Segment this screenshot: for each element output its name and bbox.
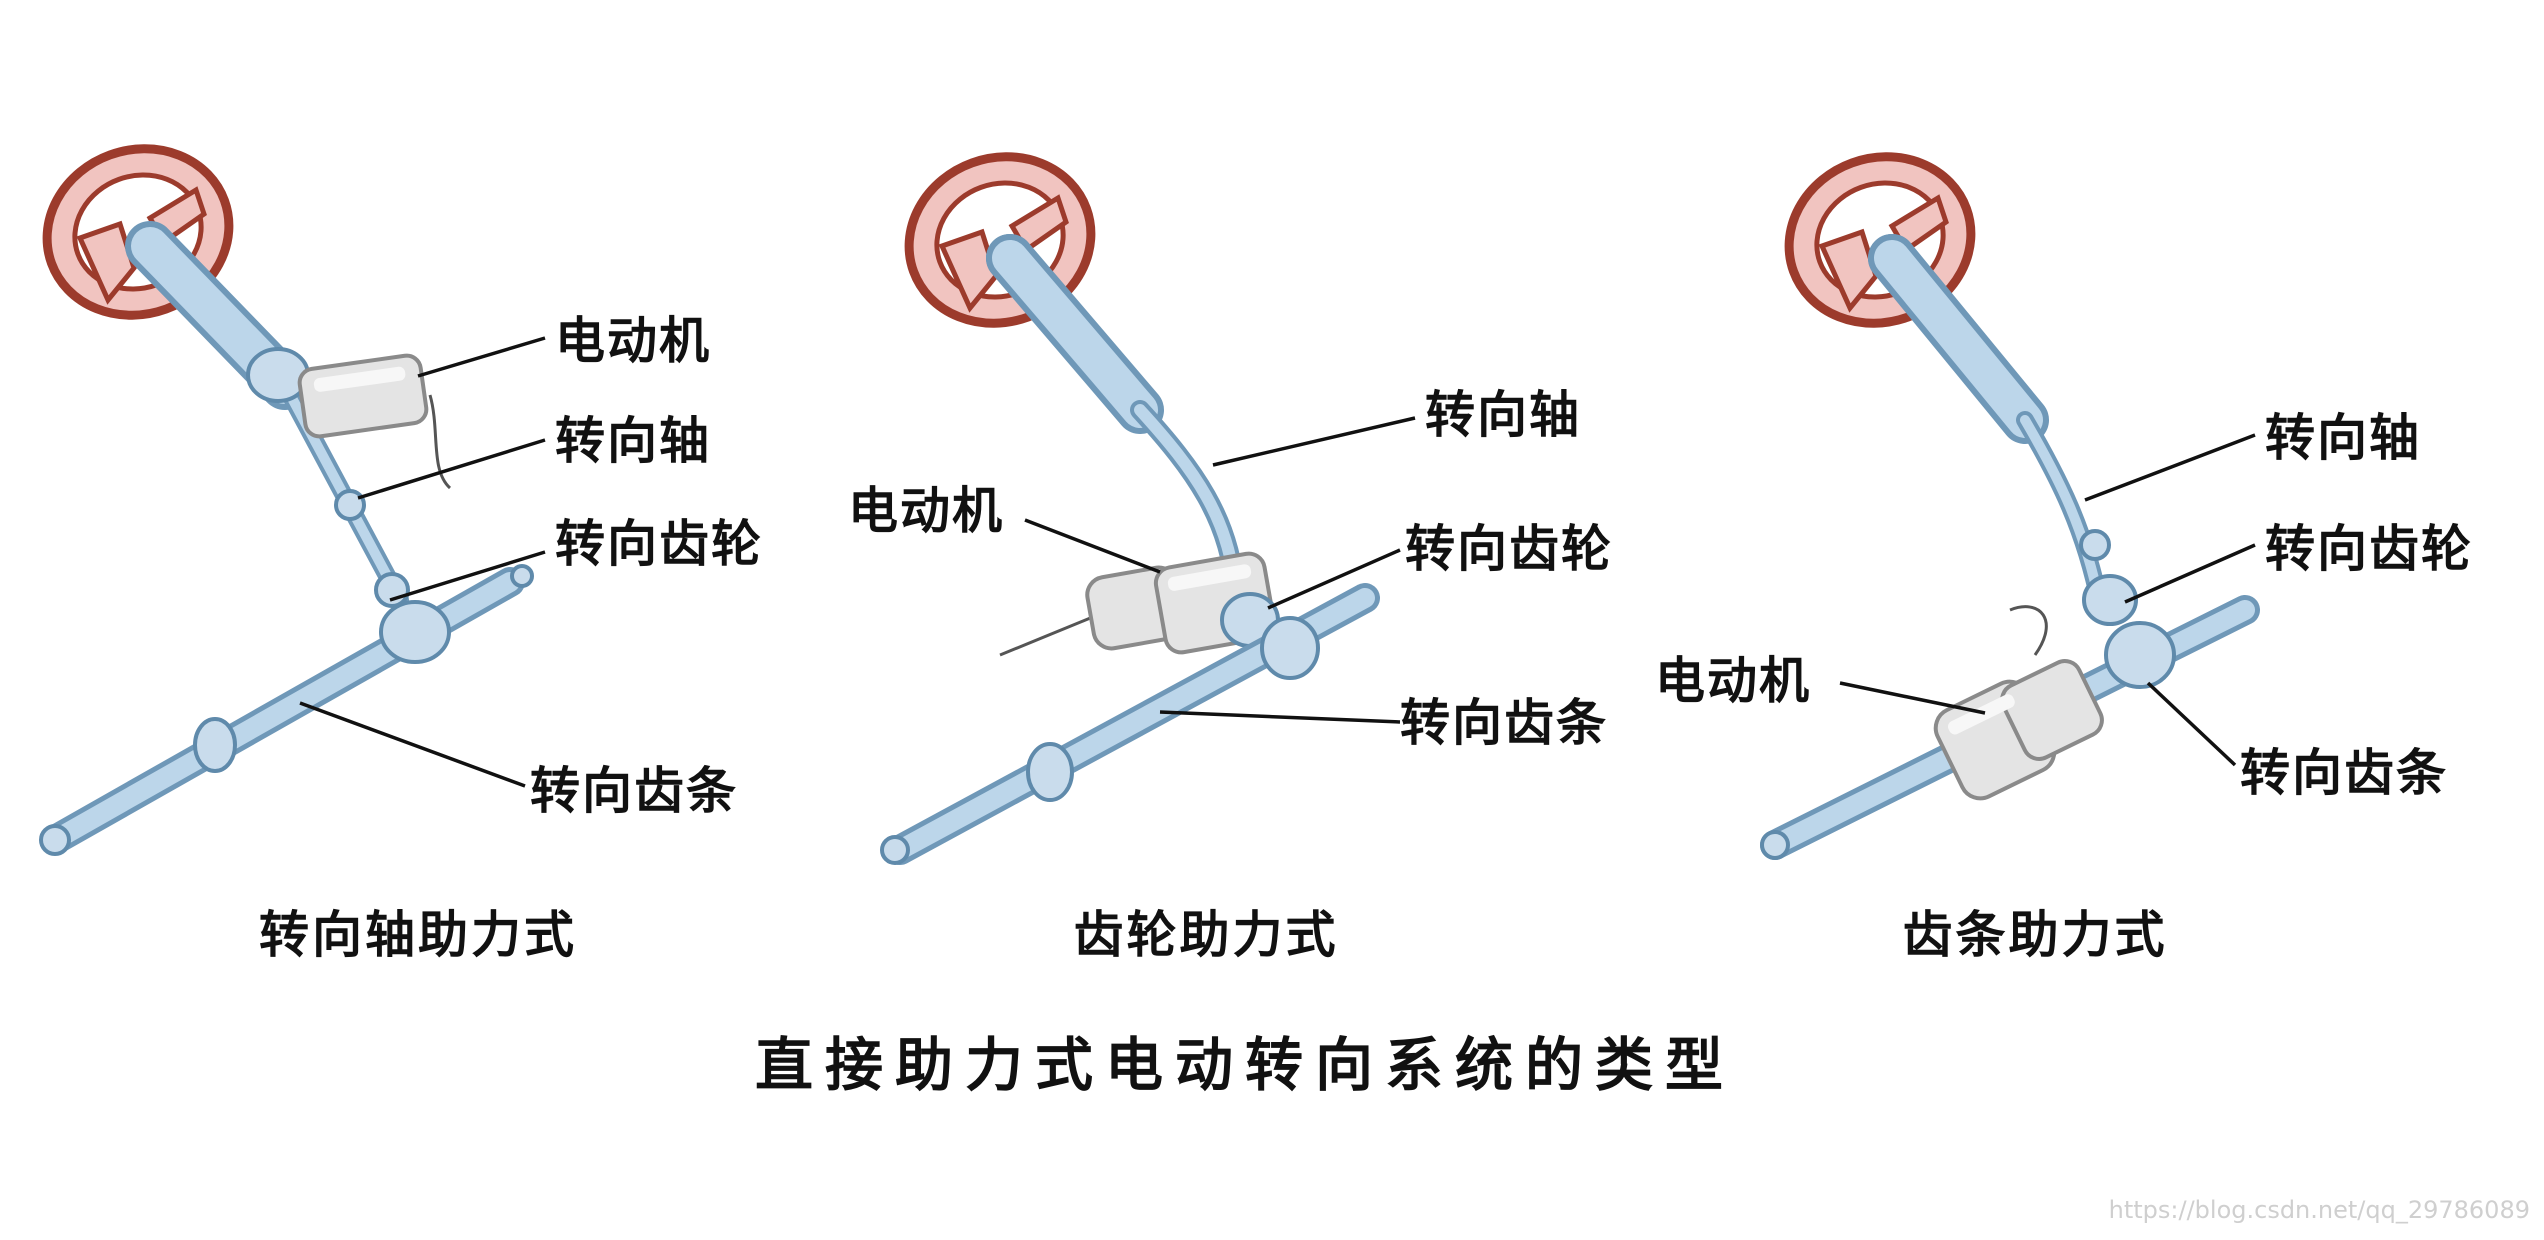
assist-motor [297, 353, 452, 490]
assist-motor [999, 551, 1280, 657]
steering-column [1868, 234, 2138, 626]
label-motor: 电动机 [848, 482, 1004, 540]
diagram-title: 直接助力式电动转向系统的类型 [755, 1031, 1735, 1099]
label-steering-gear: 转向齿轮 [555, 515, 763, 573]
panel-rack-assist: 转向轴 转向齿轮 电动机 转向齿条 齿条助力式 [1655, 152, 2473, 964]
label-steering-gear: 转向齿轮 [1405, 520, 1613, 578]
steering-rack [39, 564, 534, 856]
steering-rack [880, 583, 1380, 865]
caption-rack-assist: 齿条助力式 [1903, 906, 2168, 964]
assist-motor [1933, 605, 2104, 801]
label-steering-rack: 转向齿条 [2240, 744, 2448, 802]
panel-pinion-assist: 转向轴 电动机 转向齿轮 转向齿条 齿轮助力式 [848, 152, 1613, 964]
label-steering-shaft: 转向轴 [1425, 386, 1581, 444]
steering-column [986, 234, 1245, 600]
label-steering-shaft: 转向轴 [2265, 409, 2421, 467]
label-steering-rack: 转向齿条 [1400, 694, 1608, 752]
caption-shaft-assist: 转向轴助力式 [259, 906, 577, 964]
label-motor: 电动机 [555, 312, 711, 370]
label-steering-rack: 转向齿条 [530, 762, 738, 820]
label-steering-shaft: 转向轴 [555, 412, 711, 470]
label-steering-gear: 转向齿轮 [2265, 520, 2473, 578]
panel-shaft-assist: 电动机 转向轴 转向齿轮 转向齿条 转向轴助力式 [39, 144, 763, 964]
label-motor: 电动机 [1655, 652, 1811, 710]
caption-pinion-assist: 齿轮助力式 [1074, 906, 1339, 964]
watermark: https://blog.csdn.net/qq_29786089 [2109, 1196, 2530, 1224]
